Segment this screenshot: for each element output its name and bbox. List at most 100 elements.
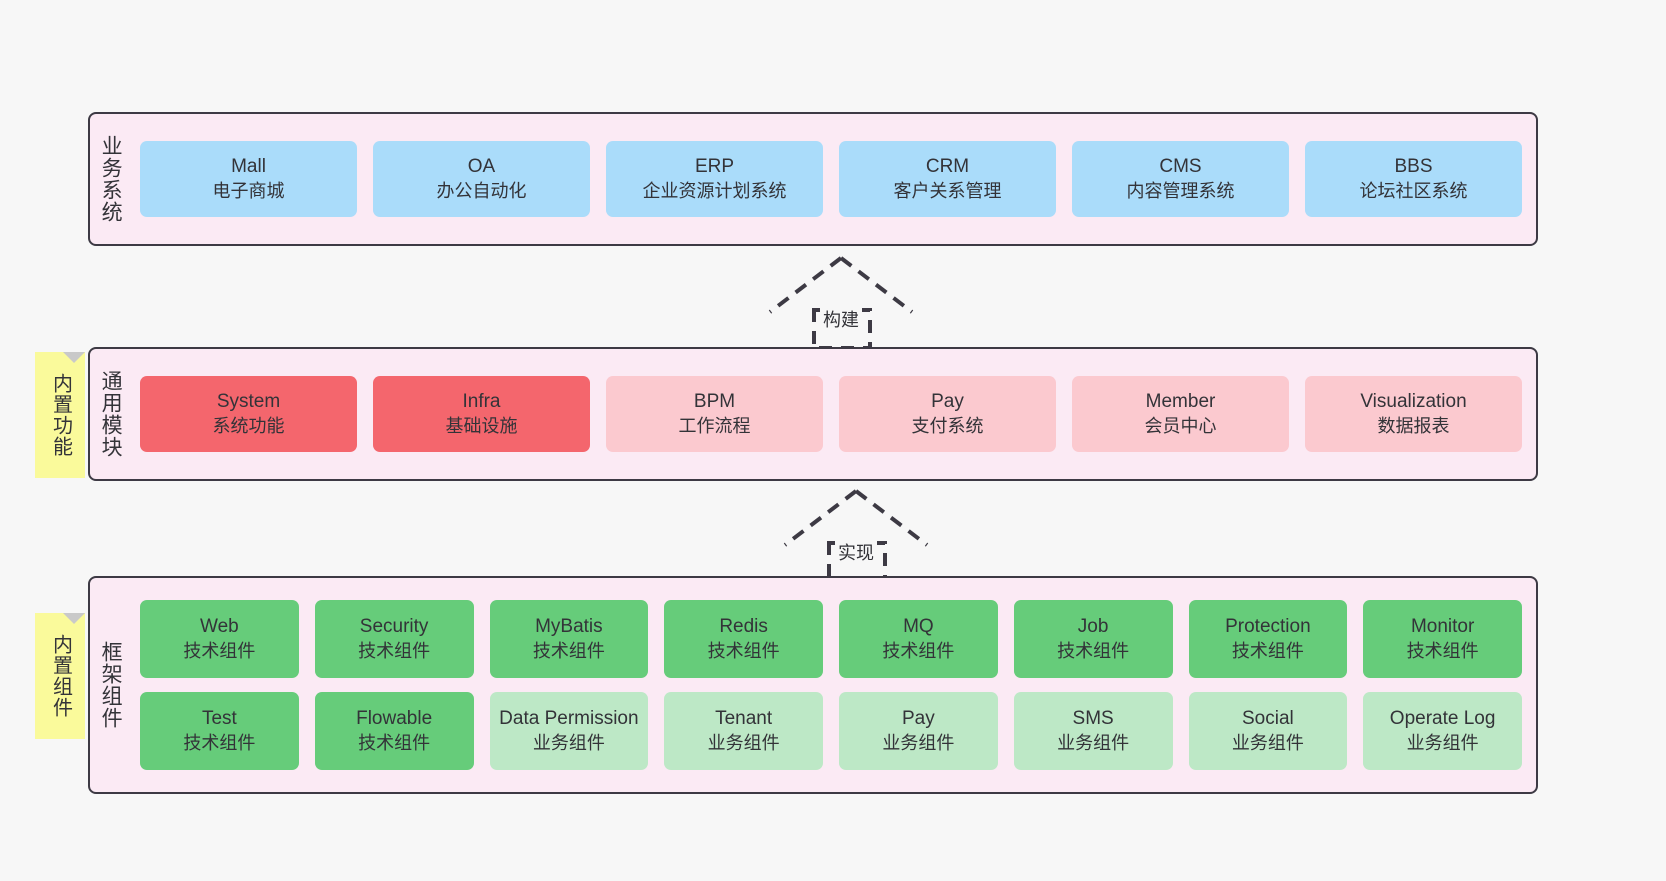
node-mybatis-name: MyBatis (535, 615, 603, 637)
node-sms-name: SMS (1072, 707, 1114, 729)
node-visualization[interactable]: Visualization 数据报表 (1305, 376, 1522, 452)
layer-title-business: 业务系统 (99, 135, 123, 223)
node-flowable-name: Flowable (356, 707, 433, 729)
node-erp-name: ERP (694, 155, 735, 177)
node-test-sub: 技术组件 (183, 732, 256, 753)
node-oa-name: OA (467, 155, 496, 177)
node-pay-module[interactable]: Pay 支付系统 (839, 376, 1056, 452)
node-oa[interactable]: OA 办公自动化 (373, 141, 590, 217)
node-visualization-sub: 数据报表 (1377, 415, 1450, 436)
note-builtin-function-label: 内置功能 (49, 373, 72, 457)
node-web-sub: 技术组件 (183, 640, 256, 661)
node-web[interactable]: Web 技术组件 (140, 600, 299, 678)
node-cms-sub: 内容管理系统 (1126, 180, 1235, 201)
node-sms[interactable]: SMS 业务组件 (1013, 692, 1173, 770)
node-redis-sub: 技术组件 (707, 640, 780, 661)
layer-title-framework: 框架组件 (99, 641, 123, 729)
node-job-name: Job (1077, 615, 1109, 637)
node-operate-log[interactable]: Operate Log 业务组件 (1363, 692, 1522, 770)
node-member-name: Member (1145, 390, 1216, 412)
node-mybatis-sub: 技术组件 (532, 640, 605, 661)
note-builtin-component-label: 内置组件 (49, 634, 72, 718)
layer-framework-row-tech: Web 技术组件 Security 技术组件 MyBatis 技术组件 Redi… (140, 600, 1522, 678)
node-crm-sub: 客户关系管理 (893, 180, 1002, 201)
node-security-name: Security (359, 615, 429, 637)
node-mq[interactable]: MQ 技术组件 (839, 600, 998, 678)
node-mall-name: Mall (231, 155, 266, 177)
node-mq-sub: 技术组件 (882, 640, 955, 661)
node-bpm-sub: 工作流程 (678, 415, 751, 436)
connector-build: 构建 (756, 254, 926, 350)
node-pay-component-sub: 业务组件 (882, 732, 955, 753)
layer-common-row: System 系统功能 Infra 基础设施 BPM 工作流程 Pay 支付系统… (140, 376, 1522, 452)
node-test-name: Test (201, 707, 237, 729)
node-erp[interactable]: ERP 企业资源计划系统 (606, 141, 823, 217)
node-bbs[interactable]: BBS 论坛社区系统 (1305, 141, 1522, 217)
node-operate-log-name: Operate Log (1389, 707, 1496, 729)
node-infra-sub: 基础设施 (445, 415, 518, 436)
node-pay-component[interactable]: Pay 业务组件 (839, 692, 998, 770)
node-system[interactable]: System 系统功能 (140, 376, 357, 452)
node-mall[interactable]: Mall 电子商城 (140, 141, 357, 217)
node-monitor[interactable]: Monitor 技术组件 (1363, 600, 1522, 678)
node-crm[interactable]: CRM 客户关系管理 (839, 141, 1056, 217)
node-security[interactable]: Security 技术组件 (314, 600, 474, 678)
node-social[interactable]: Social 业务组件 (1188, 692, 1348, 770)
node-protection-name: Protection (1225, 615, 1311, 637)
layer-body-business: Mall 电子商城 OA 办公自动化 ERP 企业资源计划系统 CRM 客户关系… (130, 114, 1536, 244)
node-system-name: System (216, 390, 281, 412)
layer-framework-component[interactable]: 框架组件 Web 技术组件 Security 技术组件 MyBatis 技术组件… (88, 576, 1538, 794)
node-cms-name: CMS (1159, 155, 1202, 177)
node-job-sub: 技术组件 (1057, 640, 1130, 661)
node-data-permission[interactable]: Data Permission 业务组件 (489, 692, 649, 770)
node-job[interactable]: Job 技术组件 (1013, 600, 1173, 678)
note-builtin-function: 内置功能 (35, 352, 85, 478)
node-erp-sub: 企业资源计划系统 (642, 180, 787, 201)
note-fold-icon (63, 613, 85, 635)
node-bpm-name: BPM (693, 390, 736, 412)
node-test[interactable]: Test 技术组件 (140, 692, 299, 770)
node-monitor-name: Monitor (1410, 615, 1475, 637)
note-builtin-component: 内置组件 (35, 613, 85, 739)
node-mybatis[interactable]: MyBatis 技术组件 (489, 600, 649, 678)
node-social-name: Social (1242, 707, 1294, 729)
node-tenant-name: Tenant (715, 707, 773, 729)
layer-business-system[interactable]: 业务系统 Mall 电子商城 OA 办公自动化 ERP 企业资源计划系统 CRM… (88, 112, 1538, 246)
node-flowable[interactable]: Flowable 技术组件 (314, 692, 474, 770)
node-monitor-sub: 技术组件 (1406, 640, 1479, 661)
node-data-permission-name: Data Permission (499, 707, 639, 729)
connector-build-label: 构建 (820, 306, 862, 332)
node-redis-name: Redis (719, 615, 768, 637)
node-sms-sub: 业务组件 (1057, 732, 1130, 753)
node-tenant[interactable]: Tenant 业务组件 (664, 692, 823, 770)
node-pay-component-name: Pay (902, 707, 935, 729)
node-bbs-name: BBS (1394, 155, 1433, 177)
node-mall-sub: 电子商城 (212, 180, 285, 201)
node-protection[interactable]: Protection 技术组件 (1188, 600, 1348, 678)
node-operate-log-sub: 业务组件 (1406, 732, 1479, 753)
layer-body-common: System 系统功能 Infra 基础设施 BPM 工作流程 Pay 支付系统… (130, 349, 1536, 479)
node-security-sub: 技术组件 (358, 640, 431, 661)
node-flowable-sub: 技术组件 (358, 732, 431, 753)
layer-title-common: 通用模块 (99, 370, 123, 458)
node-member[interactable]: Member 会员中心 (1072, 376, 1289, 452)
connector-realize: 实现 (771, 487, 941, 583)
layer-business-row: Mall 电子商城 OA 办公自动化 ERP 企业资源计划系统 CRM 客户关系… (140, 141, 1522, 217)
node-oa-sub: 办公自动化 (436, 180, 527, 201)
node-visualization-name: Visualization (1360, 390, 1467, 412)
node-bpm[interactable]: BPM 工作流程 (606, 376, 823, 452)
layer-framework-row-business: Test 技术组件 Flowable 技术组件 Data Permission … (140, 692, 1522, 770)
node-redis[interactable]: Redis 技术组件 (664, 600, 823, 678)
node-infra[interactable]: Infra 基础设施 (373, 376, 590, 452)
node-web-name: Web (200, 615, 239, 637)
note-fold-icon (63, 352, 85, 374)
node-infra-name: Infra (462, 390, 501, 412)
node-tenant-sub: 业务组件 (707, 732, 780, 753)
layer-common-module[interactable]: 通用模块 System 系统功能 Infra 基础设施 BPM 工作流程 Pay… (88, 347, 1538, 481)
connector-realize-label: 实现 (835, 539, 877, 565)
node-member-sub: 会员中心 (1144, 415, 1217, 436)
node-crm-name: CRM (925, 155, 970, 177)
node-cms[interactable]: CMS 内容管理系统 (1072, 141, 1289, 217)
node-system-sub: 系统功能 (212, 415, 285, 436)
node-mq-name: MQ (903, 615, 934, 637)
